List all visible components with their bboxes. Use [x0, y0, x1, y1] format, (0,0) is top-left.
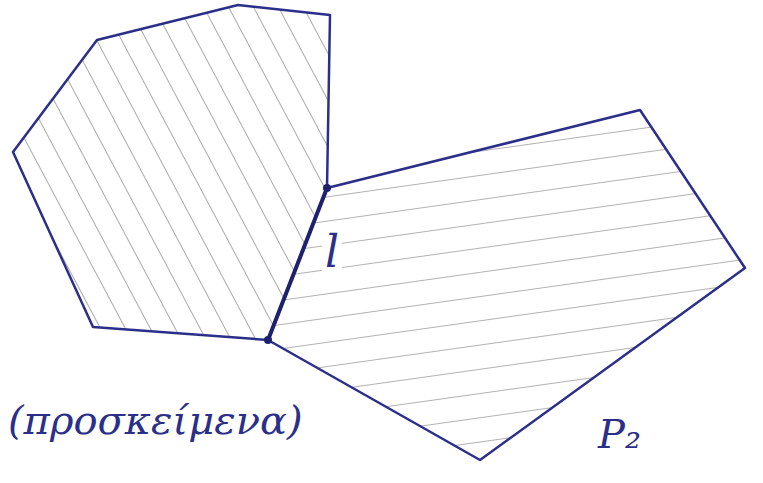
vertex-dot [264, 336, 272, 344]
left-polygon [13, 5, 330, 340]
polygon-name: P₂ [598, 412, 641, 456]
shared-edge [268, 188, 327, 340]
right-polygon [268, 110, 745, 460]
caption-note: (προσκείμενα) [8, 398, 303, 442]
vertex-dot [323, 184, 331, 192]
edge-label: l [322, 228, 342, 276]
